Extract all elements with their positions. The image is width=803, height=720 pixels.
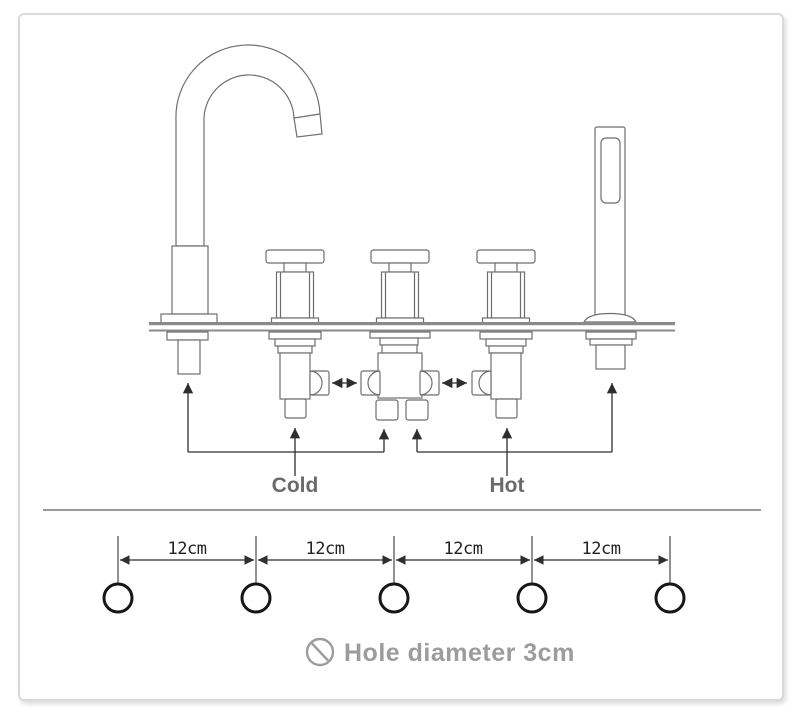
- hole-diameter-note: Hole diameter 3cm: [305, 637, 575, 667]
- hole-circle: [102, 582, 134, 614]
- hole-spacing-plan: 12cm 12cm 12cm 12cm Hole diameter 3cm: [102, 536, 686, 667]
- hole-diameter-text: Hole diameter 3cm: [344, 639, 575, 667]
- cold-label: Cold: [272, 474, 319, 497]
- hole-circle: [378, 582, 410, 614]
- hand-shower: [583, 126, 637, 370]
- hot-label: Hot: [490, 474, 525, 497]
- hot-pointer-arrows: [411, 383, 618, 476]
- spacing-label-4: 12cm: [582, 539, 621, 559]
- mounting-deck: [149, 322, 675, 332]
- spacing-label-3: 12cm: [444, 539, 483, 559]
- diverter-valve: [360, 249, 440, 421]
- spacing-label-2: 12cm: [306, 539, 345, 559]
- hole-circle: [240, 582, 272, 614]
- cold-pointer-arrows: [182, 383, 390, 476]
- hole-circle: [654, 582, 686, 614]
- hole-circle: [516, 582, 548, 614]
- hot-valve: [471, 249, 536, 419]
- diameter-icon-slash: [311, 642, 329, 662]
- cold-valve: [265, 249, 330, 419]
- spacing-label-1: 12cm: [168, 539, 207, 559]
- diameter-icon: [305, 637, 335, 667]
- drill-holes: [102, 582, 686, 614]
